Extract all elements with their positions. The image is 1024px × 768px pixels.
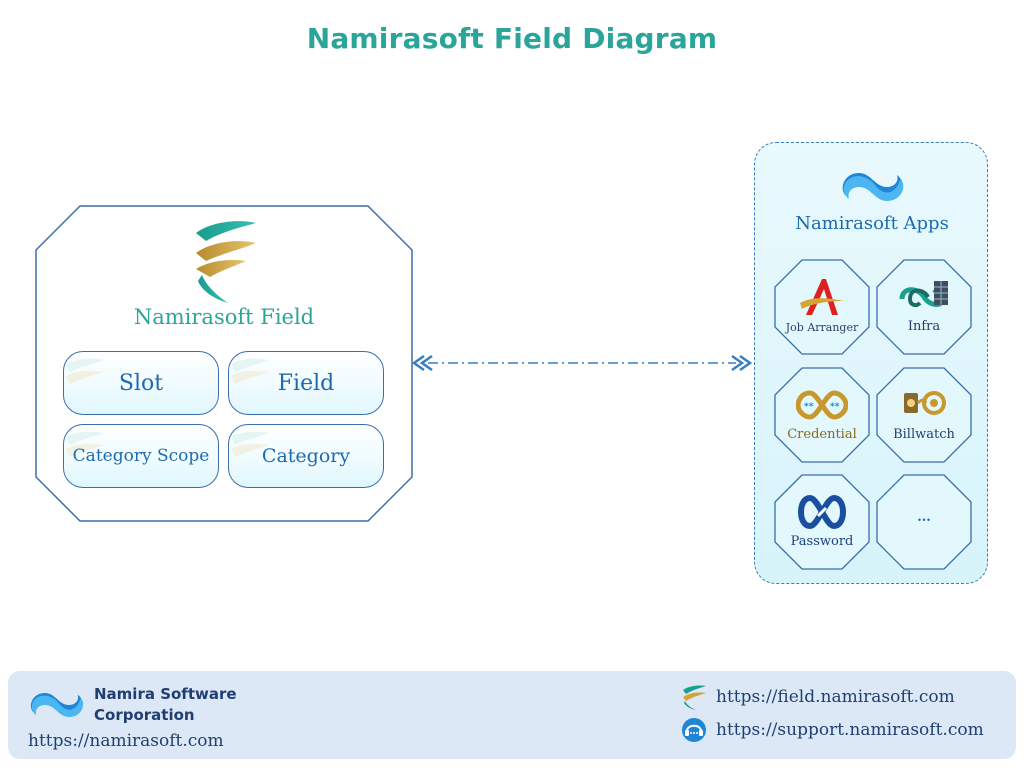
namira-software-logo-icon bbox=[30, 692, 84, 718]
support-url-row[interactable]: https://support.namirasoft.com bbox=[680, 716, 984, 744]
billwatch-icon bbox=[904, 391, 946, 415]
namirasoft-logo-icon bbox=[842, 173, 904, 201]
company-url-link[interactable]: https://namirasoft.com bbox=[28, 731, 224, 751]
app-password[interactable]: Password bbox=[774, 474, 870, 570]
app-more[interactable]: ... bbox=[876, 474, 972, 570]
app-infra[interactable]: Infra bbox=[876, 259, 972, 355]
support-url-link[interactable]: https://support.namirasoft.com bbox=[716, 720, 984, 740]
company-name-line1: Namira Software bbox=[94, 685, 237, 703]
app-label: ... bbox=[917, 510, 931, 525]
field-group-label: Namirasoft Field bbox=[133, 305, 315, 329]
app-label: Infra bbox=[907, 319, 941, 334]
entity-category-scope[interactable]: Category Scope bbox=[63, 424, 219, 488]
entity-label: Category bbox=[261, 445, 351, 467]
diagram-title: Namirasoft Field Diagram bbox=[306, 22, 718, 55]
infra-icon bbox=[899, 281, 948, 308]
swoosh-icon bbox=[66, 358, 104, 384]
field-url-row[interactable]: https://field.namirasoft.com bbox=[680, 683, 955, 711]
field-group: Namirasoft Field Slot Field Category Sco… bbox=[35, 205, 413, 522]
job-arranger-icon bbox=[800, 279, 844, 315]
app-billwatch[interactable]: Billwatch bbox=[876, 367, 972, 463]
entity-category[interactable]: Category bbox=[228, 424, 384, 488]
app-job-arranger[interactable]: Job Arranger bbox=[774, 259, 870, 355]
password-icon bbox=[798, 494, 846, 530]
entity-field[interactable]: Field bbox=[228, 351, 384, 415]
swoosh-icon bbox=[231, 431, 269, 457]
swoosh-icon bbox=[66, 431, 104, 457]
entity-label: Field bbox=[277, 370, 335, 396]
apps-group-label: Namirasoft Apps bbox=[795, 213, 949, 234]
swoosh-icon bbox=[231, 358, 269, 384]
namirasoft-field-logo-icon bbox=[196, 221, 256, 303]
app-label: Password bbox=[790, 534, 854, 549]
company-name-line2: Corporation bbox=[94, 706, 195, 724]
footer: Namira Software Corporation https://nami… bbox=[8, 671, 1016, 759]
svg-text:**: ** bbox=[830, 402, 840, 412]
app-label: Job Arranger bbox=[785, 321, 859, 334]
svg-text:**: ** bbox=[804, 402, 814, 412]
field-url-link[interactable]: https://field.namirasoft.com bbox=[716, 687, 955, 707]
entity-label: Slot bbox=[118, 370, 164, 396]
namirasoft-field-logo-icon bbox=[683, 685, 706, 710]
app-label: Billwatch bbox=[893, 427, 955, 442]
credential-icon: ** ** bbox=[796, 390, 848, 420]
support-headset-icon bbox=[682, 718, 706, 742]
company-name: Namira Software Corporation bbox=[94, 684, 254, 726]
bidirectional-connector bbox=[411, 354, 753, 372]
entity-slot[interactable]: Slot bbox=[63, 351, 219, 415]
entity-label: Category Scope bbox=[72, 446, 210, 466]
app-label: Credential bbox=[787, 427, 857, 442]
app-credential[interactable]: ** ** Credential bbox=[774, 367, 870, 463]
apps-group: Namirasoft Apps Job Arranger Infra bbox=[754, 142, 988, 584]
